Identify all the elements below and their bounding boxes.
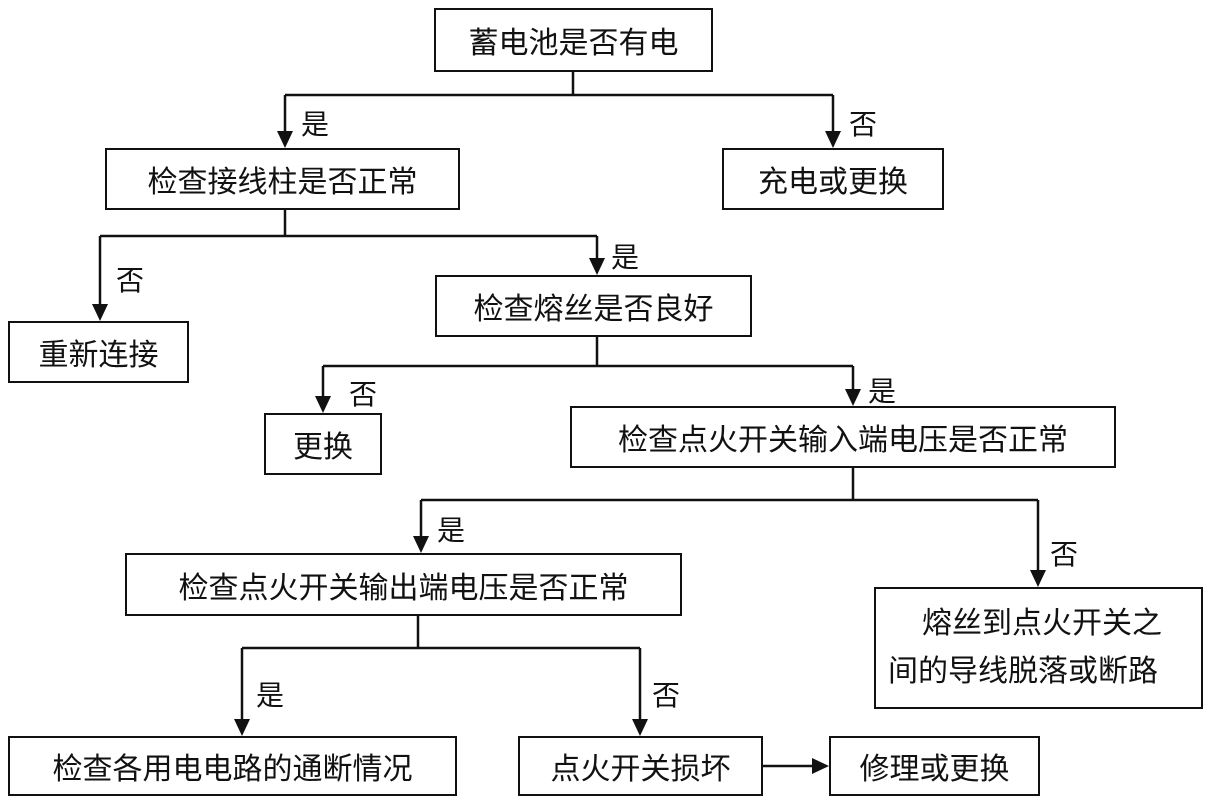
arrowhead (825, 131, 841, 148)
no-label: 否 (652, 679, 681, 712)
arrowhead (1030, 570, 1046, 587)
yes-label: 是 (868, 375, 897, 408)
repair-or-replace-box: 修理或更换 (829, 736, 1040, 796)
yes-label: 是 (301, 108, 330, 141)
no-label: 否 (1050, 538, 1079, 571)
yes-label: 是 (256, 679, 285, 712)
fuse-check-box: 检查熔丝是否良好 (435, 275, 752, 337)
circuit-continuity-box: 检查各用电电路的通断情况 (8, 736, 457, 796)
arrowhead (234, 719, 250, 736)
arrowhead (277, 131, 293, 148)
switch-input-voltage-box: 检查点火开关输入端电压是否正常 (570, 406, 1116, 468)
arrowhead (632, 719, 648, 736)
battery-check-box: 蓄电池是否有电 (434, 8, 713, 72)
replace-fuse-box: 更换 (264, 413, 382, 475)
switch-output-voltage-box: 检查点火开关输出端电压是否正常 (125, 553, 682, 616)
wire-disconnect-line-1: 熔丝到点火开关之 (922, 606, 1162, 641)
arrowhead (92, 304, 108, 321)
arrowhead (845, 389, 861, 406)
yes-label: 是 (611, 241, 640, 274)
wire-disconnect-line-2: 间的导线脱落或断路 (888, 654, 1158, 689)
switch-damaged-box: 点火开关损坏 (518, 736, 763, 796)
wire-disconnect-box: 熔丝到点火开关之 间的导线脱落或断路 (874, 587, 1203, 709)
arrowhead (812, 758, 829, 774)
arrowhead (589, 258, 605, 275)
no-label: 否 (116, 264, 145, 297)
yes-label: 是 (437, 514, 466, 547)
reconnect-box: 重新连接 (8, 321, 189, 383)
no-label: 否 (849, 108, 878, 141)
terminal-check-box: 检查接线柱是否正常 (105, 148, 460, 210)
arrowhead (315, 396, 331, 413)
no-label: 否 (349, 378, 378, 411)
arrowhead (413, 536, 429, 553)
charge-or-replace-box: 充电或更换 (722, 148, 944, 210)
